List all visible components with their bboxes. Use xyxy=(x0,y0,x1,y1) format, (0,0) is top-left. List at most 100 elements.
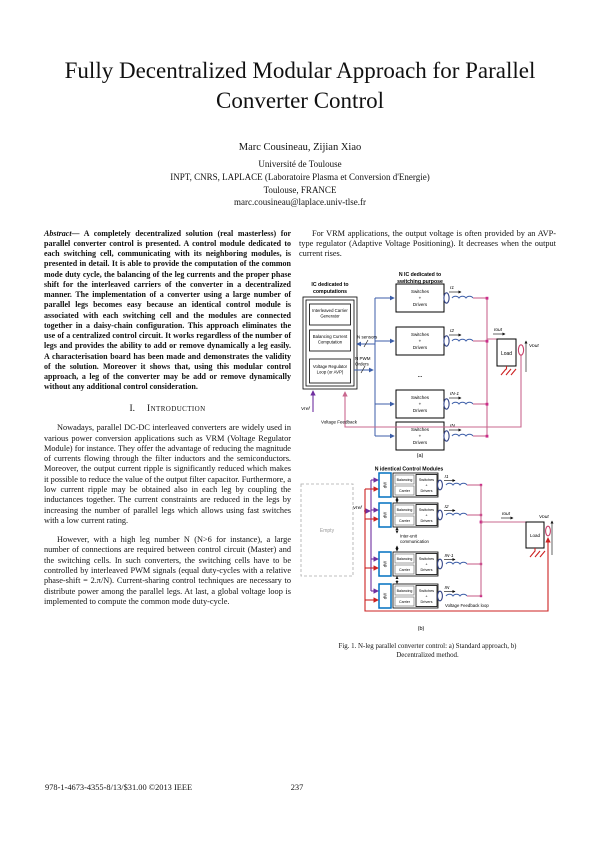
switch-cell-label: Switches xyxy=(411,427,430,432)
carrier-box xyxy=(394,515,415,525)
dw-module-label: dW xyxy=(383,480,388,487)
current-label: I2 xyxy=(445,504,449,510)
current-sensor-icon xyxy=(443,429,450,442)
current-sensor-icon xyxy=(443,334,450,347)
current-label: I1 xyxy=(450,285,454,291)
voltage-feedback-label: Voltage Feedback xyxy=(321,419,358,424)
dw-module-label: dW xyxy=(383,510,388,517)
switch-cell-label: + xyxy=(425,562,428,566)
inductor-icon xyxy=(451,295,474,299)
switch-cell-n: Switches + Drivers IN xyxy=(395,421,487,451)
switch-cell-label: Drivers xyxy=(420,568,432,572)
empty-label: Empty xyxy=(320,528,335,534)
switch-cell-label: Drivers xyxy=(413,302,428,307)
carrier-generator-box xyxy=(309,303,351,326)
section-number: I. xyxy=(129,403,136,414)
switch-cell-1: Switches + Drivers I1 xyxy=(395,283,487,313)
current-label: I2 xyxy=(450,328,454,334)
switch-cell-label: Drivers xyxy=(413,408,428,413)
carrier-label: Carrier xyxy=(399,519,411,523)
dw-module-label: dW xyxy=(383,591,388,598)
balancing-label: Balancing xyxy=(397,478,413,482)
abstract-paragraph: Abstract— A completely decentralized sol… xyxy=(44,229,291,393)
switch-cell-label: Switches xyxy=(419,589,434,593)
bus-width-tick xyxy=(360,365,366,373)
load-label: Load xyxy=(501,351,512,357)
switch-cell-label: Drivers xyxy=(413,440,428,445)
balancing-box xyxy=(394,504,415,514)
author-email: marc.cousineau@laplace.univ-tlse.fr xyxy=(234,197,366,208)
switch-cell-label: Drivers xyxy=(420,519,432,523)
load-label: Load xyxy=(530,533,541,538)
voltage-feedback-wire xyxy=(342,355,522,428)
switch-cell-label: + xyxy=(425,513,428,517)
switch-cell-label: + xyxy=(425,483,428,487)
balancing-computation-label: Balancing Current xyxy=(313,334,348,339)
vout-label: Vout xyxy=(539,514,549,520)
vref-label: Vref xyxy=(301,406,310,412)
fig-a-left-heading: IC dedicated to xyxy=(311,282,348,288)
inductor-icon xyxy=(451,401,474,405)
current-sensor-icon xyxy=(437,479,443,490)
switch-cell-label: Switches xyxy=(419,508,434,512)
carrier-generator-label: Interleaved Carrier xyxy=(312,308,348,313)
voltage-regulator-label: Voltage Regulator xyxy=(313,364,348,369)
switch-cell-label: Switches xyxy=(411,395,430,400)
paper-page: { "paper": { "title": "Fully Decentraliz… xyxy=(0,56,600,843)
two-column-body: Abstract— A completely decentralized sol… xyxy=(44,229,556,660)
iout-label: Iout xyxy=(502,511,511,517)
balancing-computation-box xyxy=(309,329,351,352)
balancing-computation-label: Computation xyxy=(318,339,343,344)
dw-module-box xyxy=(378,582,392,609)
feedback-loop-wire xyxy=(364,488,551,612)
pwm-orders-label: Orders xyxy=(355,361,370,366)
inductor-icon xyxy=(451,433,474,437)
current-sensor-icon xyxy=(437,558,443,569)
control-module-3: dW Balancing Carrier Switches + Drivers … xyxy=(365,550,483,577)
inductor-icon xyxy=(445,482,468,486)
bus-width-tick xyxy=(363,339,369,347)
inductor-icon xyxy=(445,593,468,597)
control-module-2: dW Balancing Carrier Switches + Drivers … xyxy=(365,501,483,528)
inductor-icon xyxy=(451,338,474,342)
carrier-label: Carrier xyxy=(399,568,411,572)
fig-a-left-heading: computations xyxy=(313,289,347,295)
voltage-sensor-icon xyxy=(545,525,551,536)
balancing-box xyxy=(394,553,415,563)
switch-cell-label: Drivers xyxy=(420,600,432,604)
dw-module-box xyxy=(378,471,392,498)
switch-cell-box xyxy=(415,552,438,575)
switch-cell-label: Switches xyxy=(411,332,430,337)
right-paragraph-1: For VRM applications, the output voltage… xyxy=(299,228,556,259)
author-names: Marc Cousineau, Zijian Xiao xyxy=(238,141,362,153)
dw-module-box xyxy=(378,501,392,528)
switch-cell-label: + xyxy=(419,401,422,406)
carrier-box xyxy=(394,485,415,495)
affiliation-line: Université de Toulouse xyxy=(258,159,342,170)
carrier-label: Carrier xyxy=(399,600,411,604)
ground-icon xyxy=(529,547,546,557)
sensors-wire-label: N sensors xyxy=(357,334,378,339)
vout-label: Vout xyxy=(529,343,539,349)
left-column: Abstract— A completely decentralized sol… xyxy=(44,229,291,660)
dw-module-label: dW xyxy=(383,559,388,566)
balancing-box xyxy=(394,585,415,595)
section-title: Introduction xyxy=(147,403,206,414)
control-module-4: dW Balancing Carrier Switches + Drivers … xyxy=(365,582,483,609)
affiliation-line: Toulouse, FRANCE xyxy=(263,184,337,195)
switch-cell-label: Drivers xyxy=(413,345,428,350)
dw-module-box xyxy=(378,550,392,577)
feedback-loop-label: Voltage Feedback loop xyxy=(445,603,489,608)
current-label: IN-1 xyxy=(450,391,459,397)
abstract-label: Abstract— xyxy=(44,228,80,238)
switch-cell-n1: Switches + Drivers IN-1 xyxy=(395,389,487,419)
switch-cell-label: + xyxy=(419,338,422,343)
affiliation-line: INPT, CNRS, LAPLACE (Laboratoire Plasma … xyxy=(170,172,430,182)
current-label: IN xyxy=(445,585,450,591)
voltage-regulator-label: Loop (or AVP) xyxy=(317,369,344,374)
switch-cell-box xyxy=(415,584,438,607)
control-module-1: dW Balancing Carrier Switches + Drivers … xyxy=(365,471,483,498)
current-sensor-icon xyxy=(443,397,450,410)
bus-node xyxy=(485,339,489,343)
inductor-icon xyxy=(445,561,468,565)
